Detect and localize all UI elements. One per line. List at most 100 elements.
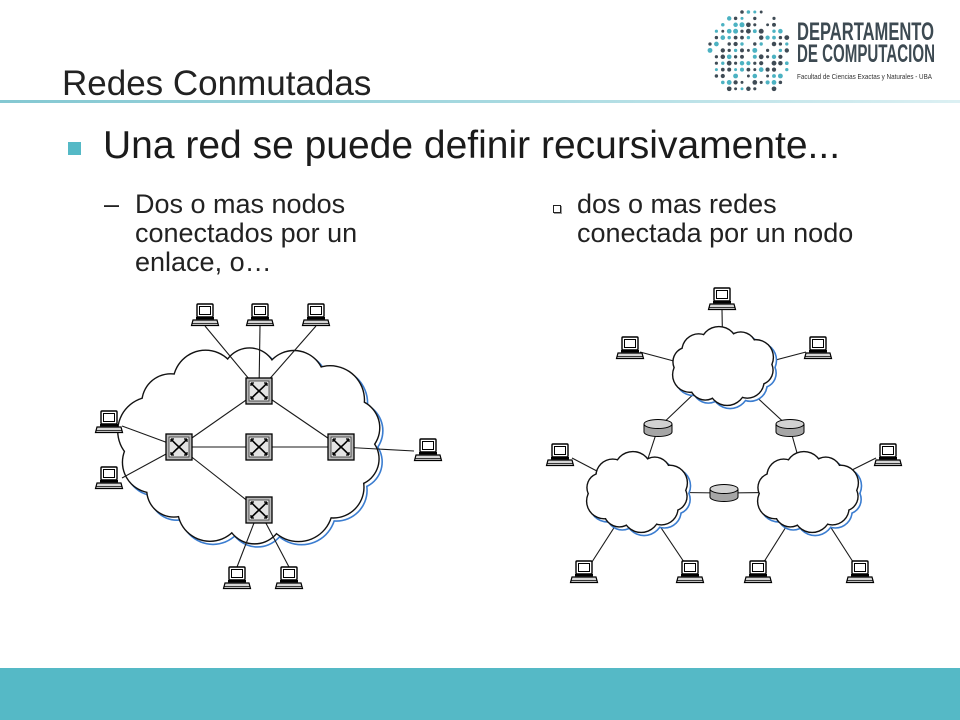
network-link	[258, 390, 342, 448]
logo-dot	[758, 28, 764, 34]
computer-icon	[707, 287, 737, 311]
logo-dot	[726, 16, 732, 21]
logo-dot	[734, 68, 738, 72]
logo-dot	[785, 42, 789, 46]
logo-dot	[740, 54, 744, 59]
logo-dot	[746, 48, 750, 52]
logo-dot	[733, 16, 738, 21]
slide-header-title: Redes Conmutadas	[62, 64, 372, 103]
logo-dot	[746, 74, 750, 78]
logo-dot	[721, 23, 725, 27]
logo-dot	[785, 67, 789, 72]
footer-band	[0, 668, 960, 720]
logo-dot	[746, 86, 751, 92]
logo-dot	[777, 73, 783, 79]
computer-icon	[301, 303, 331, 327]
logo-dot	[784, 35, 790, 40]
logo-dot	[727, 42, 731, 46]
logo-dot	[745, 28, 751, 34]
sub-bullet-dash: –	[104, 189, 120, 219]
logo-dot	[726, 60, 732, 66]
logo-dot	[726, 28, 732, 34]
logo-dot	[740, 48, 744, 53]
logo-dot	[772, 29, 776, 33]
logo-dot	[714, 29, 718, 33]
bullet-square-icon	[68, 142, 81, 155]
switch-icon	[245, 377, 273, 405]
logo-dot	[746, 67, 751, 72]
network-cloud	[671, 325, 778, 410]
router-node-icon	[709, 484, 739, 502]
logo-dot	[778, 42, 783, 46]
logo-dot	[720, 67, 725, 72]
logo-dot	[726, 54, 732, 60]
computer-icon	[569, 560, 599, 584]
logo-dot	[771, 67, 777, 72]
logo-dot	[752, 29, 757, 34]
computer-icon	[222, 566, 252, 590]
cloud-layer	[758, 452, 858, 532]
logo-dot	[753, 87, 757, 91]
logo-dot	[771, 80, 777, 85]
logo-dot	[733, 35, 738, 40]
logo-dot	[746, 10, 751, 14]
router-node-icon	[775, 419, 805, 437]
logo-dot	[752, 80, 758, 85]
logo-dot	[707, 47, 713, 53]
logo-dot	[746, 35, 751, 40]
logo-dot	[727, 35, 731, 40]
switch-icon	[245, 433, 273, 461]
logo-dot	[765, 35, 770, 40]
logo-dot	[752, 73, 758, 79]
logo-dot	[739, 60, 745, 66]
logo-dot	[759, 10, 763, 14]
sub-bullet-square-icon	[553, 205, 561, 213]
logo-dot	[753, 61, 757, 65]
network-cloud	[585, 450, 692, 537]
logo-dot	[778, 80, 783, 85]
logo-dot	[765, 67, 770, 72]
logo-dot	[733, 22, 738, 28]
computer-icon	[615, 336, 645, 360]
computer-icon	[743, 560, 773, 584]
computer-icon	[94, 466, 124, 490]
network-of-networks-diagram	[545, 287, 903, 584]
cloud-bump	[823, 465, 858, 500]
logo-dot	[759, 61, 764, 66]
logo-dot	[753, 10, 757, 14]
logo-dot	[778, 28, 783, 34]
logo-dot	[753, 68, 757, 72]
logo-dot	[753, 16, 757, 21]
logo-dot	[752, 47, 758, 53]
router-node-icon	[643, 419, 673, 437]
computer-icon	[545, 443, 575, 467]
logo-dot	[778, 60, 783, 66]
computer-icon	[413, 438, 443, 462]
logo-dot	[714, 74, 719, 78]
logo-dot	[766, 23, 770, 27]
logo-dot	[758, 35, 764, 40]
logo-dot	[771, 86, 777, 92]
logo-dot	[772, 16, 776, 20]
logo-dot	[758, 67, 764, 72]
switch-icon	[327, 433, 355, 461]
logo-dot	[784, 61, 789, 66]
computer-icon	[274, 566, 304, 590]
logo-dot	[720, 35, 726, 40]
switch-icon	[245, 496, 273, 524]
logo-dot	[726, 79, 732, 85]
logo-dot	[766, 74, 770, 78]
logo-dot	[765, 48, 770, 53]
logo-dot	[733, 73, 739, 79]
logo-dot	[759, 42, 763, 46]
logo-dot	[727, 67, 732, 72]
logo-dot	[727, 48, 731, 53]
header-divider	[0, 100, 960, 103]
logo-dot	[740, 87, 744, 91]
logo-dot	[720, 73, 725, 79]
logo-subtitle: Facultad de Ciencias Exactas y Naturales…	[797, 72, 932, 81]
logo-dot	[726, 86, 732, 92]
logo-dot	[784, 48, 789, 53]
logo-dot	[753, 42, 757, 46]
